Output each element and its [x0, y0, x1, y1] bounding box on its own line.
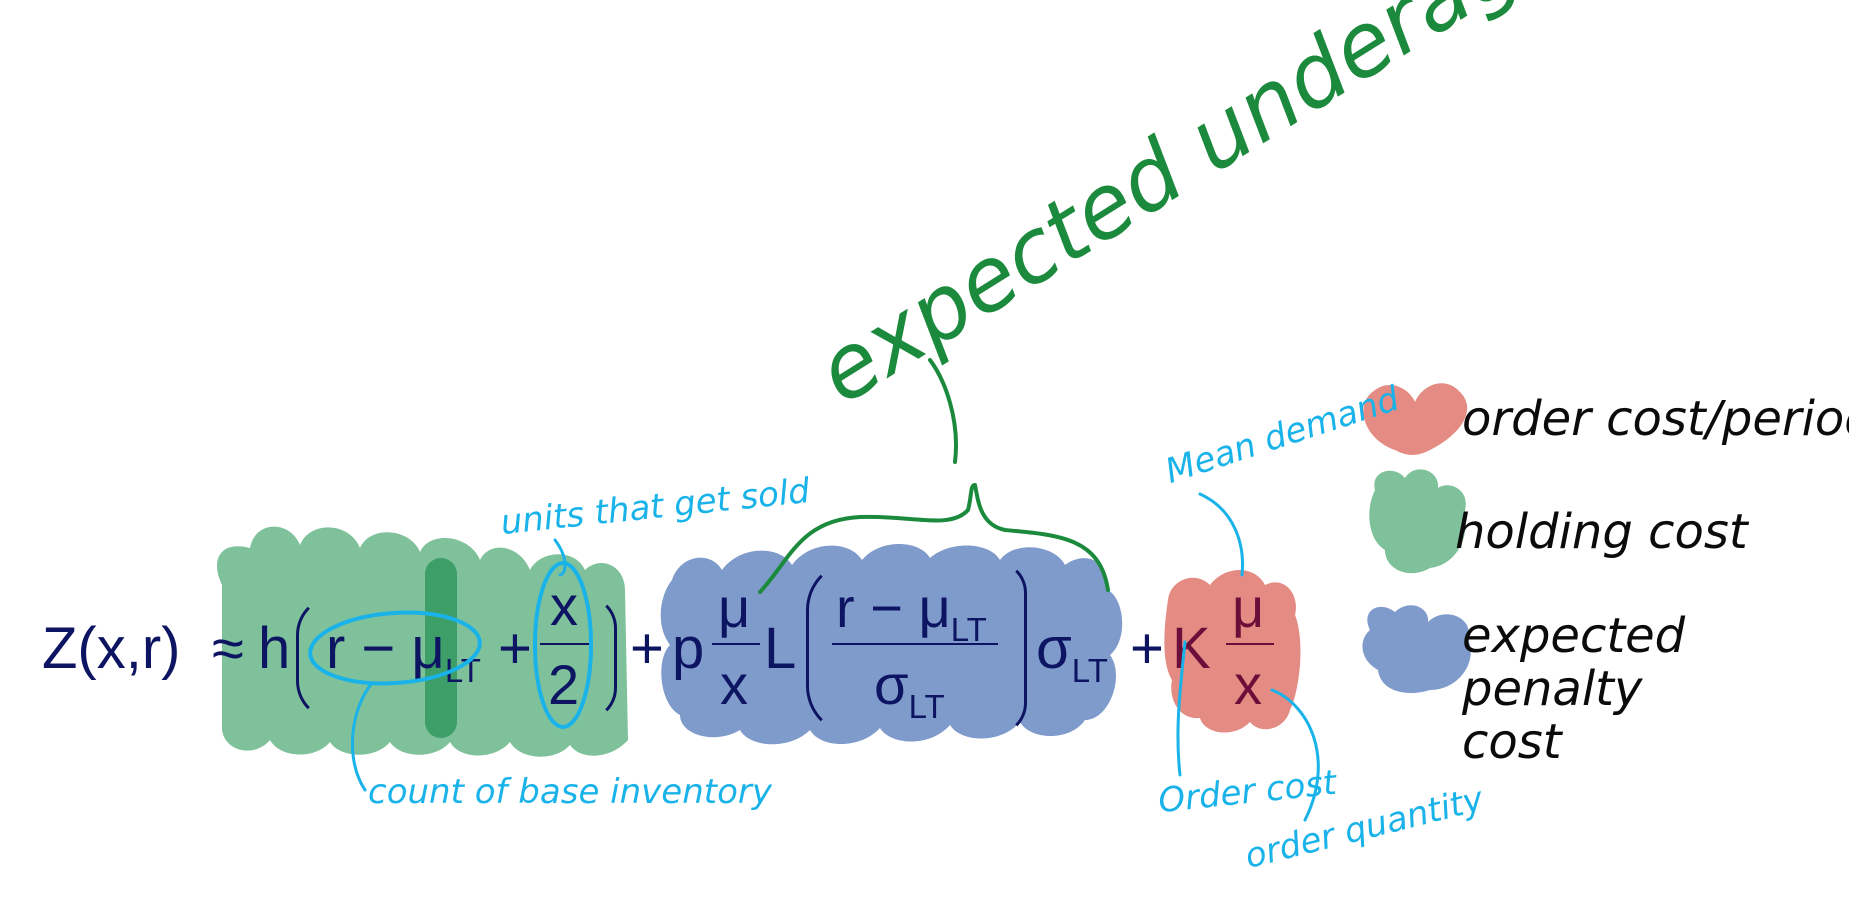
loss-paren-close [994, 560, 1027, 736]
order-frac-x: x [1234, 653, 1262, 716]
penalty-frac-bar [712, 643, 760, 645]
penalty-frac-mu: μ [718, 576, 751, 639]
mean-demand-leader [1198, 492, 1244, 577]
holding-paren-open [296, 595, 359, 721]
frac-x-over-2-bar [540, 643, 592, 645]
base-inventory-leader [350, 681, 374, 792]
loss-denominator-subscript: LT [908, 688, 945, 725]
base-term-r-minus-mu: r − μ [326, 616, 445, 681]
order-frac-bar [1226, 643, 1274, 645]
equation-p: p [672, 616, 705, 681]
loss-numerator-r-minus-mu: r − μ [836, 576, 951, 639]
equation-plus-1: + [498, 616, 532, 681]
legend-expected-penalty-label: expected penalty cost [1462, 608, 1686, 770]
loss-denominator-sigma: σ [874, 653, 909, 716]
expected-underage-brace [758, 483, 1110, 594]
legend-order-cost-label: order cost/period [1462, 391, 1849, 447]
equation-lhs: Z(x,r) [42, 616, 181, 681]
equation-approx: ≈ [212, 616, 244, 681]
red-heart-icon [1363, 383, 1468, 455]
loss-denominator: σLT [874, 657, 945, 724]
penalty-frac-x: x [720, 653, 748, 716]
equation-plus-2: + [630, 616, 664, 681]
order-cost-highlight [1164, 570, 1301, 733]
holding-paren-close [584, 595, 617, 721]
equation-K: K [1172, 616, 1211, 681]
blue-blob-icon [1362, 605, 1471, 694]
loss-numerator-subscript: LT [950, 611, 987, 648]
loss-numerator: r − μLT [836, 580, 987, 647]
loss-frac-bar [832, 643, 998, 645]
equation-L: L [764, 616, 797, 681]
legend-holding-cost-label: holding cost [1455, 504, 1748, 560]
equation-h: h [258, 616, 291, 681]
sigma-lt-term: σLT [1036, 620, 1108, 688]
units-sold-leader [553, 538, 567, 577]
units-sold-circle [533, 561, 593, 729]
expected-underage-leader [928, 358, 958, 464]
equation-plus-3: + [1130, 616, 1164, 681]
order-cost-leader [1176, 640, 1187, 777]
order-frac-mu: μ [1232, 576, 1265, 639]
frac-2-denominator: 2 [548, 653, 580, 716]
frac-x-numerator: x [550, 574, 578, 637]
sigma-lt-sigma: σ [1036, 616, 1072, 681]
base-term-circle [308, 610, 482, 686]
sigma-lt-subscript: LT [1071, 652, 1108, 689]
order-quantity-leader [1270, 688, 1320, 822]
loss-paren-open [806, 560, 869, 736]
base-inventory-annotation: count of base inventory [368, 772, 772, 812]
green-blob-icon [1369, 469, 1466, 574]
holding-cost-dark-band [425, 558, 457, 738]
